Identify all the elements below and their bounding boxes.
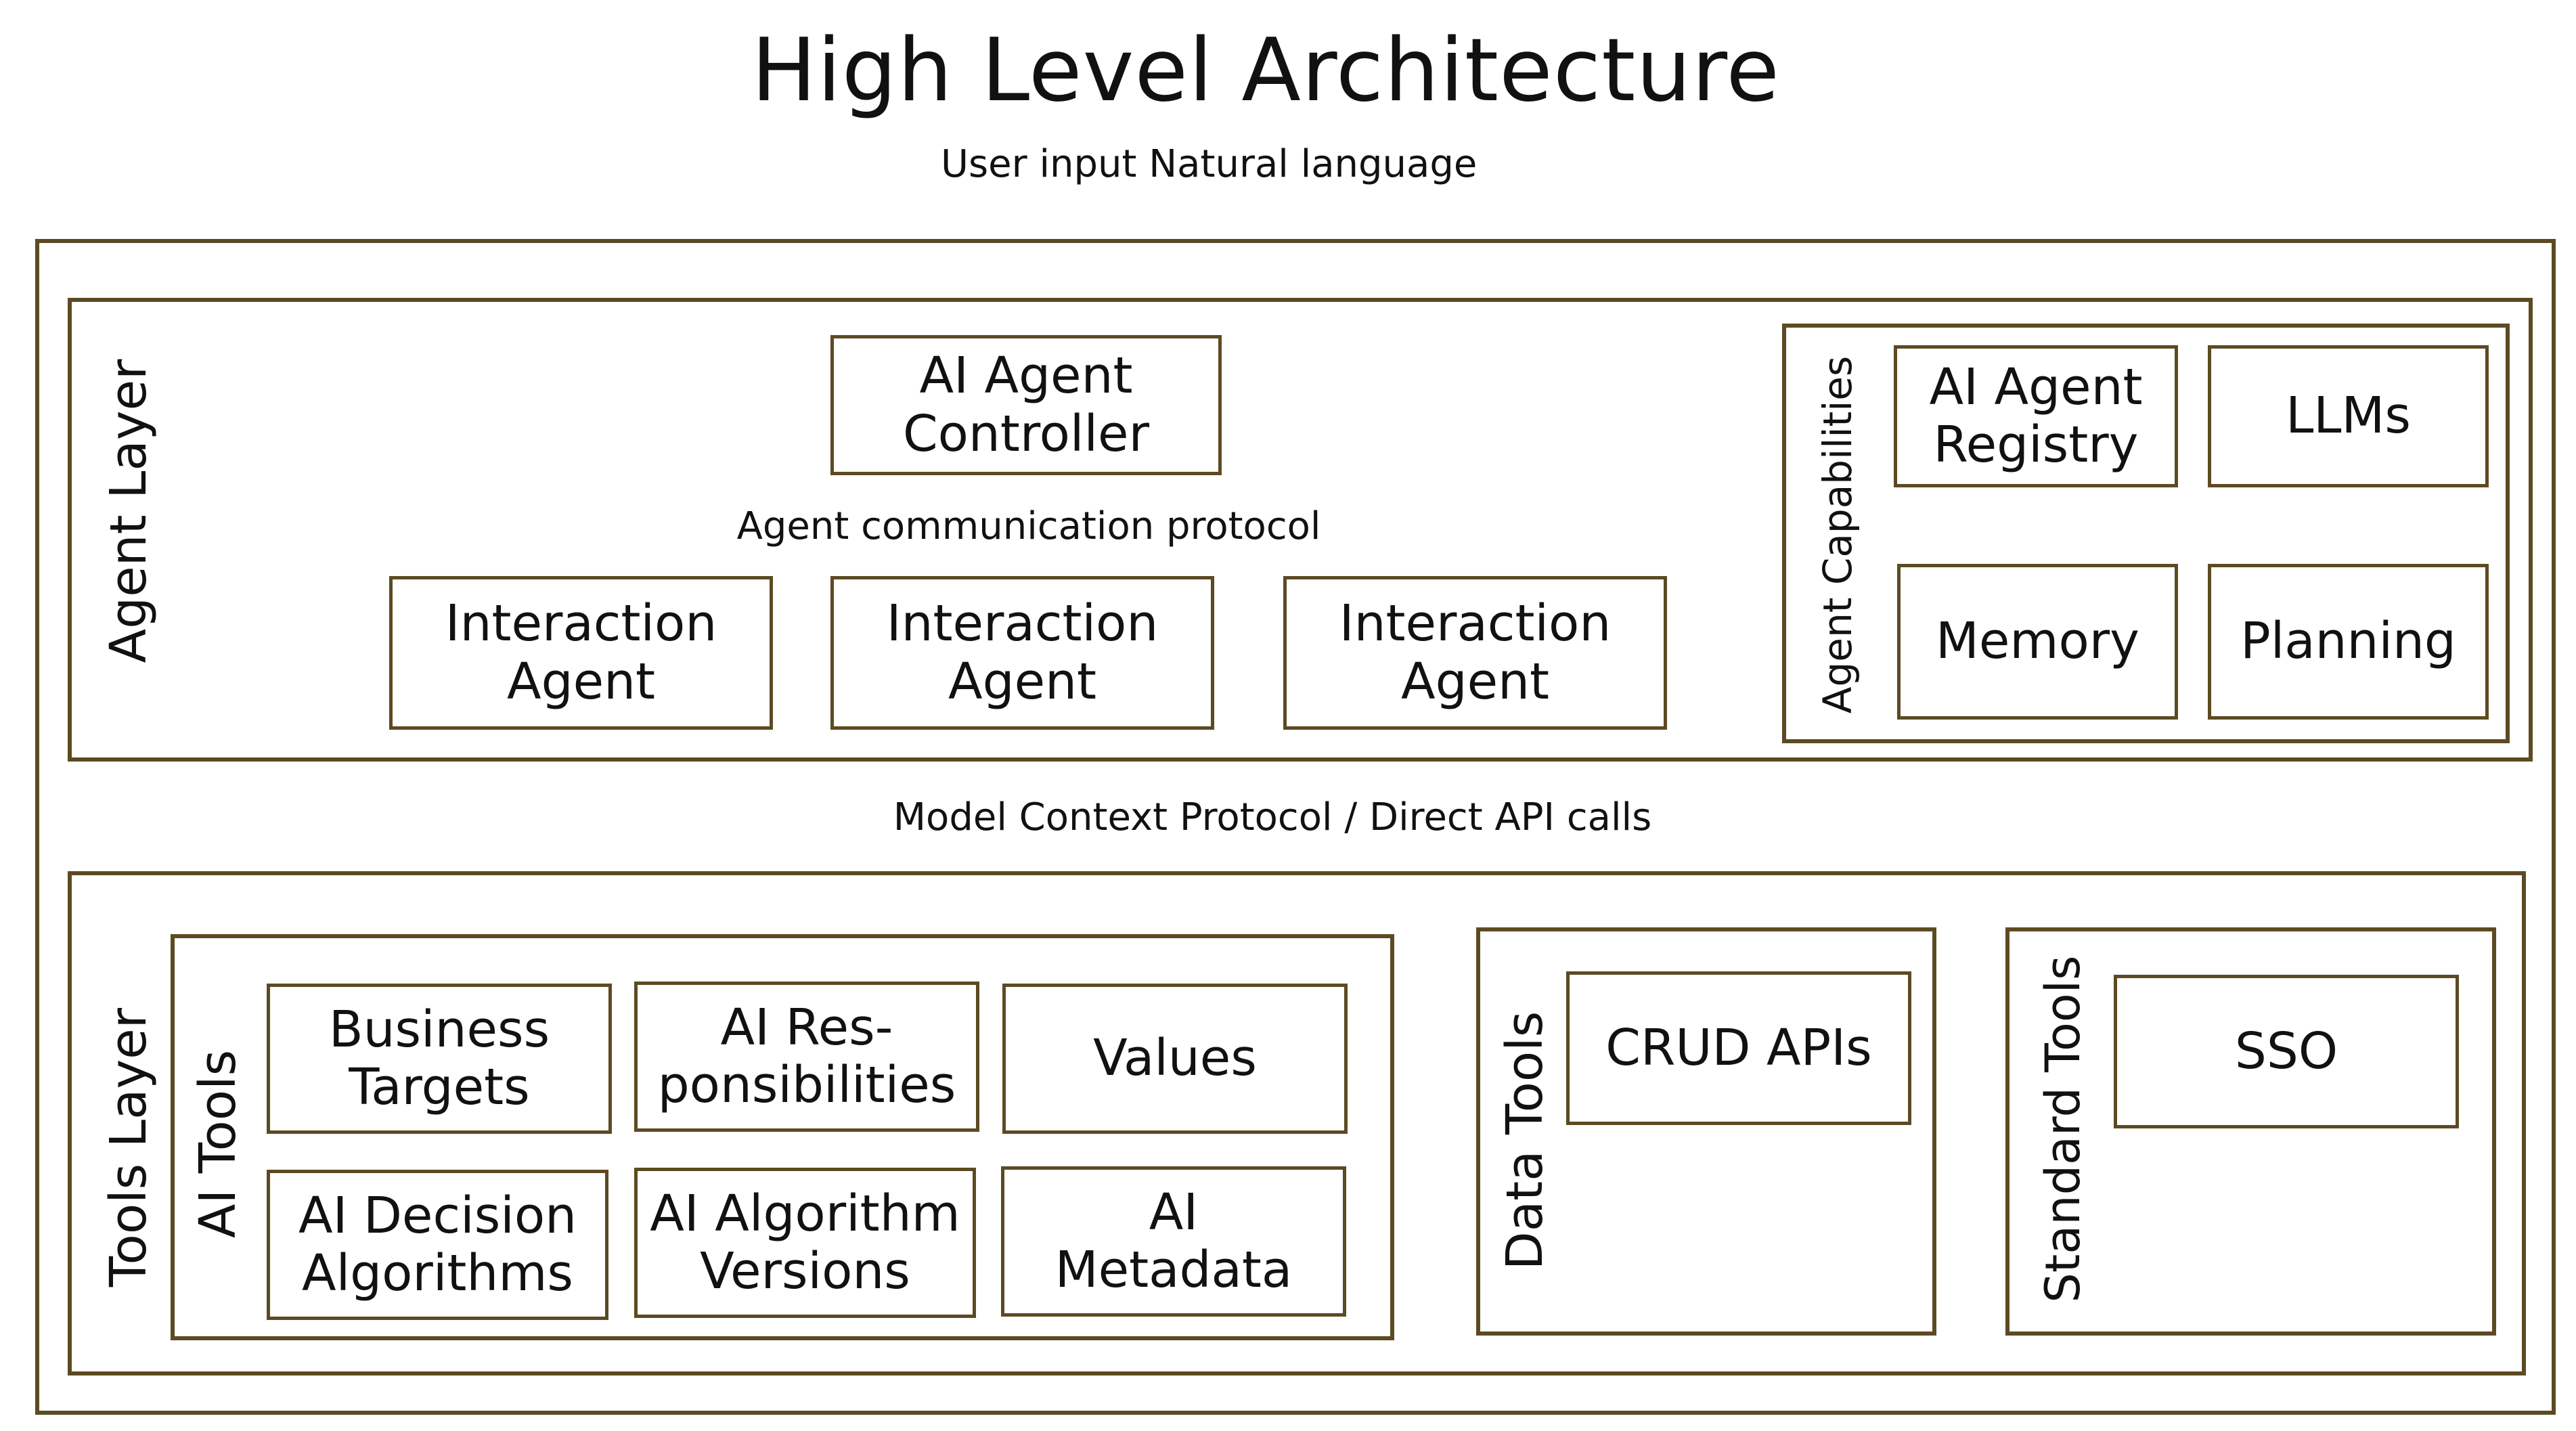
data-tools-group bbox=[1476, 927, 1936, 1336]
ai-decision-algorithms-box: AI Decision Algorithms bbox=[267, 1170, 608, 1320]
interaction-agent-text: Interaction Agent bbox=[886, 594, 1159, 711]
planning-box: Planning bbox=[2208, 564, 2489, 720]
capability-text: Planning bbox=[2240, 612, 2456, 671]
ai-agent-registry-box: AI Agent Registry bbox=[1894, 345, 2178, 487]
standard-tools-group bbox=[2005, 927, 2496, 1336]
interaction-agent-box-3: Interaction Agent bbox=[1283, 576, 1667, 730]
sso-box: SSO bbox=[2114, 975, 2459, 1128]
data-tool-text: CRUD APIs bbox=[1605, 1018, 1872, 1077]
diagram-subtitle: User input Natural language bbox=[941, 142, 1478, 186]
ai-tool-text: Values bbox=[1093, 1029, 1257, 1088]
business-targets-box: Business Targets bbox=[267, 984, 612, 1134]
memory-box: Memory bbox=[1897, 564, 2178, 720]
ai-tool-text: AI Algorithm Versions bbox=[650, 1184, 960, 1300]
ai-tools-label: AI Tools bbox=[189, 1049, 247, 1239]
data-tools-label: Data Tools bbox=[1496, 1011, 1554, 1271]
ai-metadata-box: AI Metadata bbox=[1001, 1166, 1346, 1317]
agent-communication-protocol-label: Agent communication protocol bbox=[736, 504, 1321, 548]
agent-capabilities-group bbox=[1782, 324, 2510, 743]
standard-tool-text: SSO bbox=[2234, 1021, 2338, 1080]
capability-text: Memory bbox=[1936, 612, 2139, 671]
interaction-agent-box-2: Interaction Agent bbox=[830, 576, 1214, 730]
ai-agent-controller-box: AI Agent Controller bbox=[830, 335, 1222, 475]
mcp-label: Model Context Protocol / Direct API call… bbox=[893, 795, 1652, 839]
ai-responsibilities-box: AI Res- ponsibilities bbox=[634, 982, 979, 1132]
llms-box: LLMs bbox=[2208, 345, 2489, 487]
interaction-agent-text: Interaction Agent bbox=[1339, 594, 1612, 711]
capability-text: AI Agent Registry bbox=[1929, 357, 2143, 474]
tools-layer bbox=[68, 871, 2526, 1375]
ai-tool-text: AI Metadata bbox=[1054, 1183, 1293, 1299]
ai-tool-text: AI Decision Algorithms bbox=[298, 1186, 577, 1302]
ai-agent-controller-text: AI Agent Controller bbox=[902, 347, 1149, 463]
diagram-title: High Level Architecture bbox=[751, 20, 1781, 121]
interaction-agent-box-1: Interaction Agent bbox=[389, 576, 773, 730]
ai-algorithm-versions-box: AI Algorithm Versions bbox=[634, 1168, 976, 1318]
ai-tool-text: AI Res- ponsibilities bbox=[657, 998, 956, 1114]
ai-tools-group bbox=[171, 934, 1394, 1340]
standard-tools-label: Standard Tools bbox=[2035, 955, 2091, 1303]
capability-text: LLMs bbox=[2286, 387, 2411, 445]
agent-layer bbox=[68, 298, 2533, 762]
agent-layer-label: Agent Layer bbox=[99, 359, 158, 663]
values-box: Values bbox=[1002, 984, 1348, 1134]
interaction-agent-text: Interaction Agent bbox=[445, 594, 717, 711]
agent-capabilities-label: Agent Capabilities bbox=[1815, 355, 1861, 714]
ai-tool-text: Business Targets bbox=[328, 1000, 550, 1116]
tools-layer-label: Tools Layer bbox=[99, 1007, 158, 1287]
crud-apis-box: CRUD APIs bbox=[1566, 971, 1911, 1125]
outer-frame bbox=[35, 239, 2556, 1415]
